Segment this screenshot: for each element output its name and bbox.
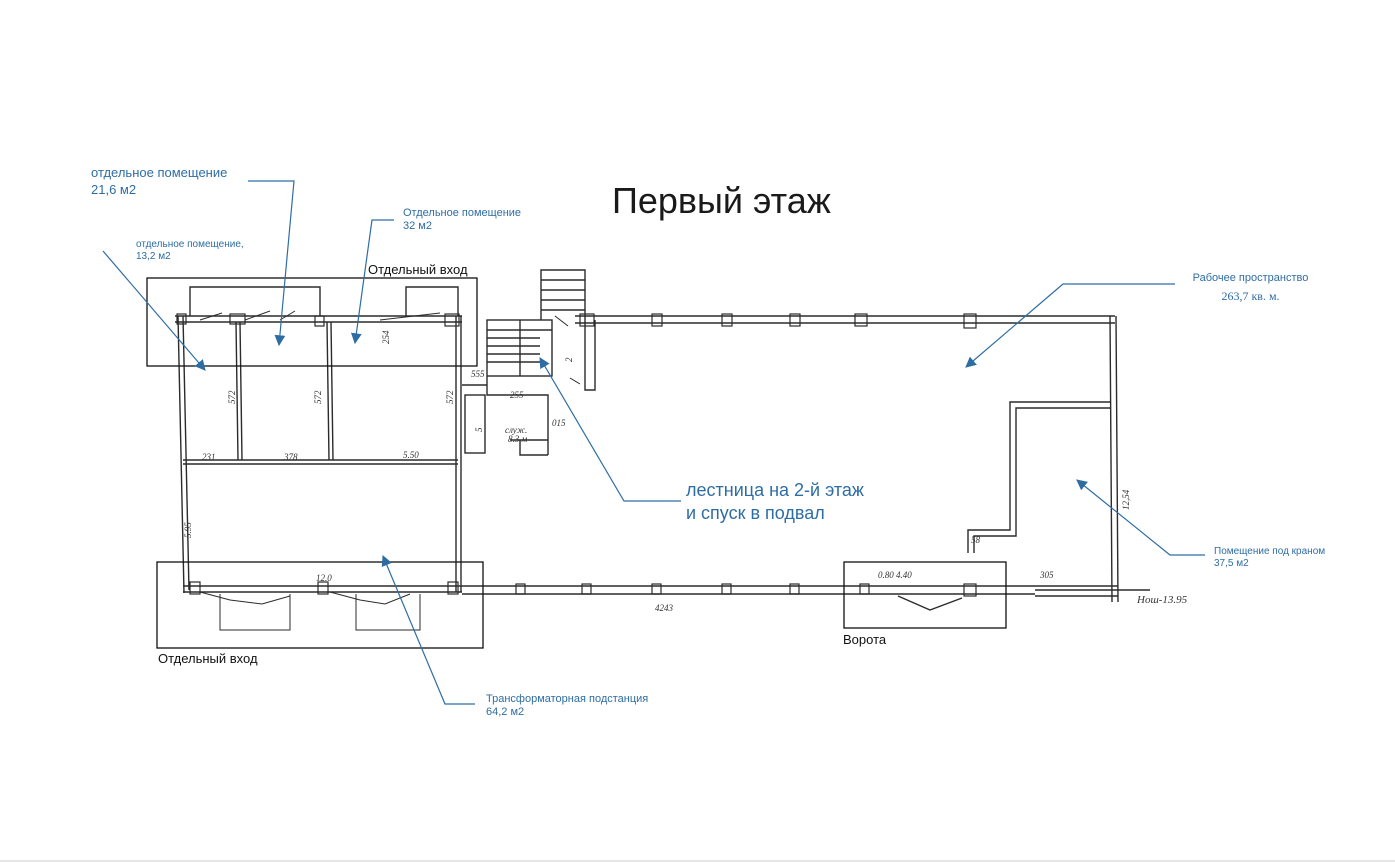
gate-swing bbox=[897, 595, 963, 611]
frame-bottom-entrance bbox=[156, 561, 484, 649]
label-workspace: Рабочее пространство 263,7 кв. м. bbox=[1188, 272, 1313, 303]
leader-room-13 bbox=[102, 250, 206, 371]
dim-305: 305 bbox=[1040, 570, 1054, 580]
dim-1254: 12,54 bbox=[1121, 489, 1131, 510]
label-room-32: Отдельное помещение 32 м2 bbox=[403, 207, 521, 233]
leader-room-21 bbox=[248, 180, 295, 347]
leader-substation bbox=[381, 555, 475, 705]
dim-595: 5.95 bbox=[183, 522, 193, 538]
dim-255: 255 bbox=[510, 390, 524, 400]
dim-58: 58 bbox=[971, 535, 980, 545]
leader-lines bbox=[102, 180, 1205, 705]
label-crane-room: Помещение под краном 37,5 м2 bbox=[1214, 546, 1325, 570]
partition-v1b bbox=[239, 321, 243, 461]
crane-room-walls bbox=[967, 401, 1110, 553]
dim-015: 015 bbox=[552, 418, 566, 428]
dim-555: 555 bbox=[471, 369, 485, 379]
label-workspace-name: Рабочее пространство bbox=[1192, 272, 1309, 284]
dim-gate: 0.80 4.40 bbox=[878, 570, 912, 580]
dim-4243: 4243 bbox=[655, 603, 673, 613]
window-swings bbox=[199, 310, 581, 631]
dim-service-area: 8.3 м bbox=[508, 434, 528, 444]
dim-231: 231 bbox=[202, 452, 216, 462]
dim-2: 2 bbox=[564, 357, 574, 363]
wall-left-wing-left bbox=[177, 315, 185, 594]
label-room-13-area: 13,2 м2 bbox=[136, 251, 171, 262]
label-room-32-name: Отдельное помещение bbox=[403, 207, 522, 219]
dim-254: 254 bbox=[381, 330, 391, 345]
leader-room-32 bbox=[350, 219, 394, 345]
label-gate: Ворота bbox=[843, 632, 887, 647]
label-room-13: отдельное помещение, 13,2 м2 bbox=[136, 239, 244, 263]
top-entrance-frame bbox=[189, 286, 321, 316]
building-walls bbox=[175, 269, 1150, 611]
label-entrance-bottom: Отдельный вход bbox=[158, 651, 258, 666]
label-substation-name: Трансформаторная подстанция bbox=[486, 693, 649, 705]
label-substation-area: 64,2 м2 bbox=[486, 706, 525, 718]
dim-550: 5.50 bbox=[403, 450, 419, 460]
partition-v2b bbox=[330, 321, 334, 461]
label-room-21: отдельное помещение 21,6 м2 bbox=[91, 164, 227, 198]
leader-stairs bbox=[539, 357, 681, 502]
highlight-frames bbox=[146, 277, 1007, 649]
dim-572a: 572 bbox=[227, 390, 237, 405]
label-stairs-line2: и спуск в подвал bbox=[686, 503, 825, 523]
wall-left-wing-left-inner bbox=[182, 315, 190, 591]
label-substation: Трансформаторная подстанция 64,2 м2 bbox=[486, 693, 648, 719]
label-room-21-area: 21,6 м2 bbox=[91, 182, 137, 197]
label-workspace-area: 263,7 кв. м. bbox=[1221, 289, 1280, 303]
top-entrance-frame-2 bbox=[405, 286, 459, 316]
page-title: Первый этаж bbox=[612, 180, 831, 221]
label-crane-room-name: Помещение под краном bbox=[1214, 546, 1326, 557]
partition-v2 bbox=[326, 321, 330, 461]
dim-572c: 572 bbox=[445, 390, 455, 405]
label-room-21-name: отдельное помещение bbox=[91, 165, 228, 180]
label-entrance-top: Отдельный вход bbox=[368, 262, 468, 277]
partition-v1 bbox=[235, 321, 239, 461]
frame-top-entrance bbox=[146, 277, 478, 367]
wall-hall-right-inner bbox=[1115, 315, 1119, 603]
label-room-32-area: 32 м2 bbox=[403, 220, 432, 232]
label-stairs-line1: лестница на 2-й этаж bbox=[686, 480, 864, 500]
wall-hall-right bbox=[1109, 315, 1113, 603]
dim-5: 5 bbox=[474, 427, 484, 433]
label-crane-room-area: 37,5 м2 bbox=[1214, 558, 1249, 569]
dim-level: Нош-13.95 bbox=[1137, 594, 1188, 606]
label-room-13-name: отдельное помещение, bbox=[136, 239, 244, 250]
leader-crane bbox=[1076, 479, 1205, 556]
dim-378: 378 bbox=[284, 452, 298, 462]
dim-service: служ. bbox=[505, 425, 528, 435]
dim-572b: 572 bbox=[313, 390, 323, 405]
leader-workspace bbox=[965, 283, 1175, 368]
columns bbox=[176, 313, 977, 597]
label-stairs: лестница на 2-й этаж и спуск в подвал bbox=[686, 479, 864, 525]
frame-gate bbox=[843, 561, 1007, 629]
page-bottom-divider bbox=[0, 860, 1395, 862]
dim-120: 12.0 bbox=[316, 573, 332, 583]
outer-stair bbox=[540, 269, 586, 320]
